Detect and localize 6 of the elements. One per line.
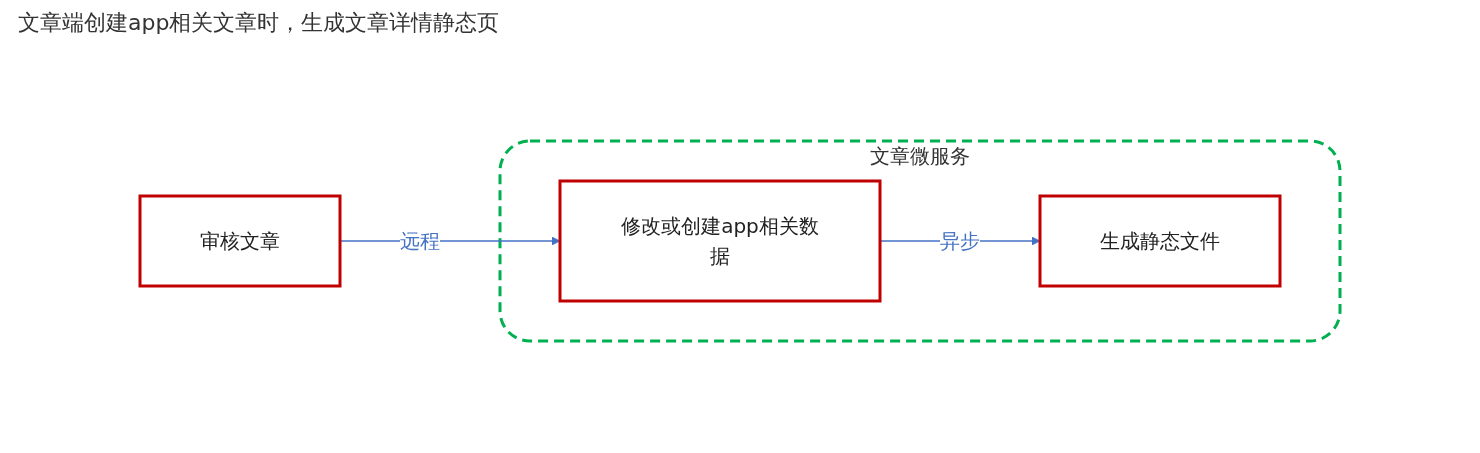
- node-box: 生成静态文件: [1038, 194, 1282, 288]
- node-box: 修改或创建app相关数据: [558, 179, 882, 303]
- edge-label: 异步: [940, 229, 980, 253]
- node-box: 审核文章: [138, 194, 342, 288]
- edge-label: 远程: [400, 229, 440, 253]
- heading: 文章端创建app相关文章时，生成文章详情静态页: [17, 9, 501, 37]
